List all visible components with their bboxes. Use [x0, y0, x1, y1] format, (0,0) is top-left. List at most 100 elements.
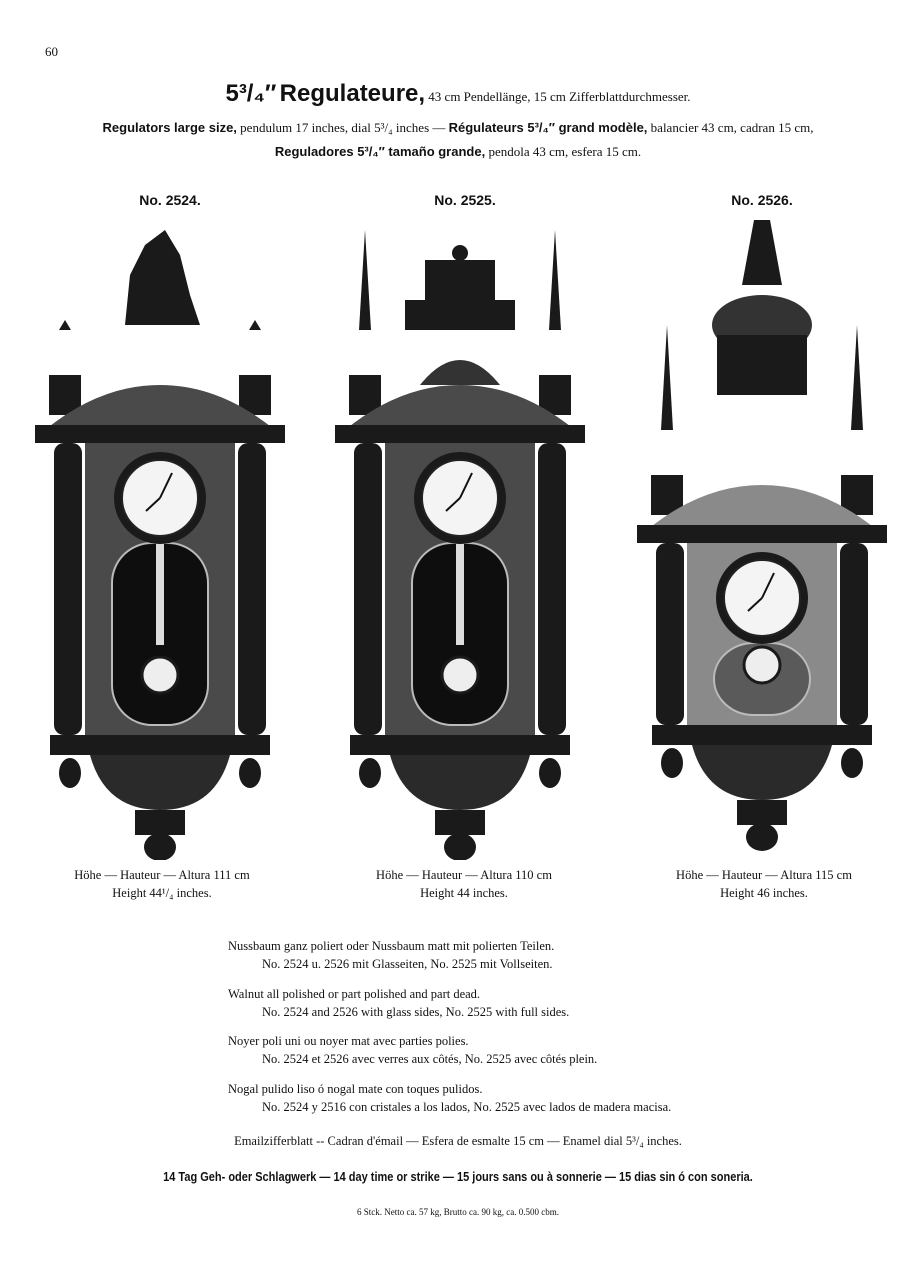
clock-hand [159, 472, 173, 499]
height-metric: Höhe — Hauteur — Altura 111 cm [74, 868, 250, 882]
side-finial [549, 230, 561, 330]
description-german: Nussbaum ganz poliert oder Nussbaum matt… [228, 937, 554, 973]
base-drop [135, 810, 185, 835]
description-line: Nussbaum ganz poliert oder Nussbaum matt… [228, 939, 555, 953]
height-imperial: Height 44 inches. [420, 886, 508, 900]
cornice [335, 425, 585, 443]
clock-hand [459, 472, 473, 499]
page-title: 5³/₄″ Regulateure, 43 cm Pendellänge, 15… [0, 80, 916, 108]
height-metric: Höhe — Hauteur — Altura 115 cm [676, 868, 852, 882]
title-main: Regulateure, [279, 80, 426, 107]
side-finial [359, 230, 371, 330]
cornice [637, 525, 887, 543]
title-rest: 43 cm Pendellänge, 15 cm Zifferblattdurc… [428, 89, 691, 104]
subtitle-line-2: Regulators large size, pendulum 17 inche… [0, 120, 916, 136]
horse-figure-crest [125, 230, 200, 325]
description-line: No. 2524 and 2526 with glass sides, No. … [262, 1005, 570, 1019]
clock-hand [445, 497, 461, 512]
finial-block [539, 375, 571, 415]
base-shelf [652, 725, 872, 745]
clock-hand [761, 572, 775, 599]
description-spanish: Nogal pulido liso ó nogal mate con toque… [228, 1080, 671, 1116]
subtitle-en: pendulum 17 inches, dial 5³/₄ inches — [240, 120, 446, 135]
side-drop-finial [359, 758, 381, 788]
description-line: No. 2524 y 2516 con cristales a los lado… [262, 1100, 672, 1114]
side-finial [59, 320, 71, 330]
side-finial [661, 325, 673, 430]
clock-illustration-2524 [35, 230, 285, 860]
side-drop-finial [841, 748, 863, 778]
height-metric: Höhe — Hauteur — Altura 110 cm [376, 868, 552, 882]
finial-block [349, 375, 381, 415]
side-finial [249, 320, 261, 330]
gallery-crest [425, 260, 495, 300]
model-number-2526: No. 2526. [731, 192, 793, 208]
bottom-finial [144, 833, 176, 860]
clock-illustration-2525 [335, 230, 585, 860]
page-number: 60 [45, 44, 58, 59]
base-bracket [692, 745, 832, 800]
description-line: Nogal pulido liso ó nogal mate con toque… [228, 1082, 483, 1096]
height-caption-2524: Höhe — Hauteur — Altura 111 cm Height 44… [32, 866, 292, 902]
pendulum-rod [456, 533, 464, 645]
description-line: Noyer poli uni ou noyer mat avec parties… [228, 1034, 469, 1048]
base-bracket [390, 755, 530, 810]
shell-ornament [420, 360, 500, 385]
side-drop-finial [59, 758, 81, 788]
base-shelf [350, 735, 570, 755]
height-caption-2525: Höhe — Hauteur — Altura 110 cm Height 44… [334, 866, 594, 902]
base-bracket [90, 755, 230, 810]
finial-block [841, 475, 873, 515]
turned-column [354, 443, 382, 735]
model-number-2524: No. 2524. [139, 192, 201, 208]
subtitle-es: pendola 43 cm, esfera 15 cm. [488, 144, 642, 159]
pendulum-bob [440, 655, 480, 695]
height-caption-2526: Höhe — Hauteur — Altura 115 cm Height 46… [634, 866, 894, 902]
title-size: 5³/₄″ [225, 80, 277, 107]
description-line: No. 2524 u. 2526 mit Glasseiten, No. 252… [262, 957, 553, 971]
clock-hand [145, 497, 161, 512]
height-imperial: Height 44¹/₄ inches. [112, 886, 212, 900]
pediment [45, 385, 275, 430]
finial-block [239, 375, 271, 415]
crest-base [405, 300, 515, 330]
pendulum-rod [156, 533, 164, 645]
subtitle-en-bold: Regulators large size, [102, 120, 237, 135]
cornice [35, 425, 285, 443]
base-shelf [50, 735, 270, 755]
description-french: Noyer poli uni ou noyer mat avec parties… [228, 1032, 597, 1068]
bottom-finial [444, 833, 476, 860]
subtitle-fr-bold: Régulateurs 5³/₄″ grand modèle, [448, 120, 648, 135]
description-line: Walnut all polished or part polished and… [228, 987, 481, 1001]
pendulum-bob [742, 645, 782, 685]
model-number-2525: No. 2525. [434, 192, 496, 208]
pendulum-bob [140, 655, 180, 695]
turned-column [840, 543, 868, 725]
subtitle-fr: balancier 43 cm, cadran 15 cm, [650, 120, 814, 135]
finial-block [49, 375, 81, 415]
pediment [345, 385, 575, 430]
subtitle-line-3: Reguladores 5³/₄″ tamaño grande, pendola… [0, 144, 916, 160]
bottom-finial [746, 823, 778, 851]
turned-column [54, 443, 82, 735]
crest-base [717, 335, 807, 395]
side-drop-finial [239, 758, 261, 788]
enamel-dial-note: Emailzifferblatt -- Cadran d'émail — Esf… [234, 1134, 682, 1148]
height-imperial: Height 46 inches. [720, 886, 808, 900]
clock-illustration-2526 [637, 220, 887, 851]
spire-finial [742, 220, 782, 285]
subtitle-es-bold: Reguladores 5³/₄″ tamaño grande, [274, 144, 486, 159]
side-drop-finial [661, 748, 683, 778]
turned-column [238, 443, 266, 735]
base-drop [435, 810, 485, 835]
side-drop-finial [539, 758, 561, 788]
turned-column [656, 543, 684, 725]
description-english: Walnut all polished or part polished and… [228, 985, 569, 1021]
pediment [647, 485, 877, 530]
description-line: No. 2524 et 2526 avec verres aux côtés, … [262, 1052, 598, 1066]
shipping-note: 6 Stck. Netto ca. 57 kg, Brutto ca. 90 k… [357, 1207, 559, 1217]
clock-hand [747, 597, 763, 612]
movement-note: 14 Tag Geh- oder Schlagwerk — 14 day tim… [163, 1170, 753, 1184]
side-finial [851, 325, 863, 430]
